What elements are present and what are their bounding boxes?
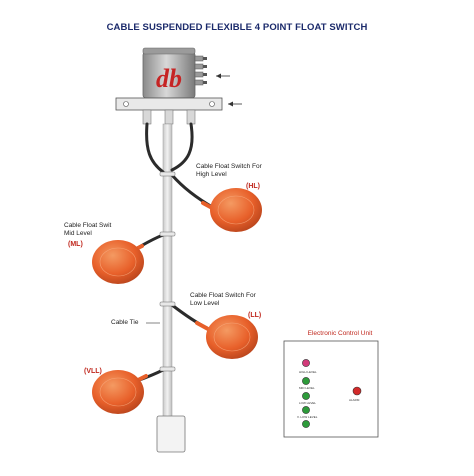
alarm-label: ALARM [349, 398, 360, 402]
brand-logo: db [156, 64, 182, 93]
label-low-level: Cable Float Switch For Low Level [190, 292, 256, 307]
diagram-title: CABLE SUSPENDED FLEXIBLE 4 POINT FLOAT S… [106, 22, 368, 33]
indicator-lamp-high [302, 377, 310, 385]
control-unit-panel [283, 340, 379, 438]
mounting-plate [115, 73, 242, 111]
indicator-label-mid: MID LEVEL [299, 386, 315, 390]
code-low-level: (LL) [248, 312, 262, 319]
float-high-level [210, 188, 262, 232]
counter-weight [156, 415, 186, 453]
indicator-label-vlow: V. LOW LEVEL [297, 415, 318, 419]
float-low-level [206, 315, 258, 359]
indicator-lamp-low [302, 406, 310, 414]
label-high-level: Cable Float Switch For High Level [196, 163, 262, 178]
code-high-level: (HL) [246, 183, 260, 190]
indicator-lamp-vlow [302, 420, 310, 428]
indicator-label-low: LOW LEVEL [299, 401, 317, 405]
junction-box: db [142, 47, 207, 99]
indicator-lamp-mid [302, 392, 310, 400]
indicator-lamp-power [302, 359, 310, 367]
cable-glands [142, 109, 196, 125]
float-very-low-level [92, 370, 144, 414]
label-mid-level: Cable Float Swit Mid Level [64, 222, 112, 237]
cable-ties [159, 171, 176, 372]
alarm-lamp [352, 386, 362, 396]
code-very-low-level: (VLL) [84, 368, 102, 375]
float-mid-level [92, 240, 144, 284]
control-unit-title: Electronic Control Unit [307, 330, 373, 337]
label-cable-tie: Cable Tie [111, 319, 139, 326]
indicator-label-high: HIGH LEVEL [299, 370, 317, 374]
code-mid-level: (ML) [68, 241, 83, 248]
support-pipe [162, 123, 173, 421]
